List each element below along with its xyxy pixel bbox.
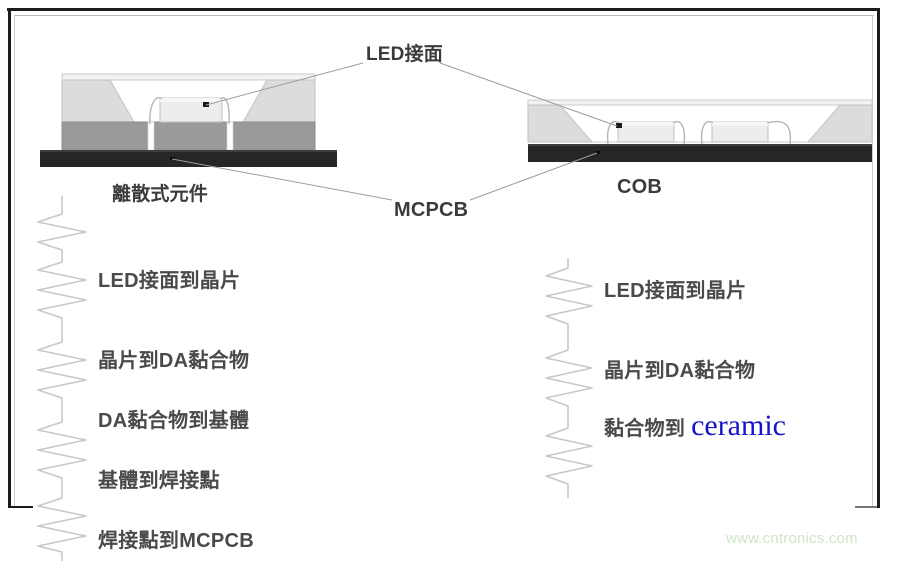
list-item: LED接面到晶片	[604, 268, 746, 308]
frame-inner-left	[14, 15, 15, 508]
resistance-label-right-2: 黏合物到 ceramic	[604, 409, 786, 443]
resistance-label-right-2-text: 黏合物到	[604, 418, 692, 440]
list-item: LED接面到晶片	[98, 258, 240, 298]
resistance-label-right-1: 晶片到DA黏合物	[604, 359, 756, 382]
resistance-label-left-4: 焊接點到MCPCB	[98, 529, 255, 552]
list-item: 黏合物到 ceramic	[604, 406, 786, 446]
list-item: 晶片到DA黏合物	[98, 338, 249, 378]
label-discrete-package: 離散式元件	[112, 184, 209, 205]
resistance-label-right-0: LED接面到晶片	[604, 279, 747, 302]
list-item: 晶片到DA黏合物	[604, 348, 755, 388]
resistor-symbols-right	[545, 258, 593, 498]
label-mcpcb: MCPCB	[394, 199, 469, 221]
list-item: 焊接點到MCPCB	[98, 518, 254, 558]
frame-corner-stub-right	[855, 506, 877, 508]
leader-mcpcb-right	[469, 152, 598, 201]
frame-border-left	[8, 8, 11, 508]
resistance-label-left-3: 基體到焊接點	[98, 469, 220, 492]
leader-led-junction-right	[439, 62, 618, 127]
resistor-symbols-left	[37, 196, 87, 561]
resistance-label-left-2: DA黏合物到基體	[98, 409, 250, 432]
watermark: www.cntronics.com	[726, 530, 858, 547]
resistance-label-left-0: LED接面到晶片	[98, 269, 241, 292]
list-item: 基體到焊接點	[98, 458, 220, 498]
frame-border-right	[877, 8, 880, 508]
list-item: DA黏合物到基體	[98, 398, 249, 438]
discrete-package-diagram	[40, 73, 337, 167]
leader-lines	[171, 62, 618, 201]
frame-inner-right	[872, 15, 873, 508]
leader-led-junction-left	[205, 62, 364, 106]
label-cob-package: COB	[617, 176, 663, 198]
label-led-junction: LED接面	[366, 44, 444, 65]
resistance-label-right-2-emphasis: ceramic	[691, 409, 786, 442]
frame-border-top	[7, 8, 880, 11]
resistance-label-left-1: 晶片到DA黏合物	[98, 349, 250, 372]
frame-corner-stub-left	[11, 506, 33, 508]
cob-package-diagram	[527, 99, 873, 162]
frame-inner-top	[14, 15, 874, 16]
